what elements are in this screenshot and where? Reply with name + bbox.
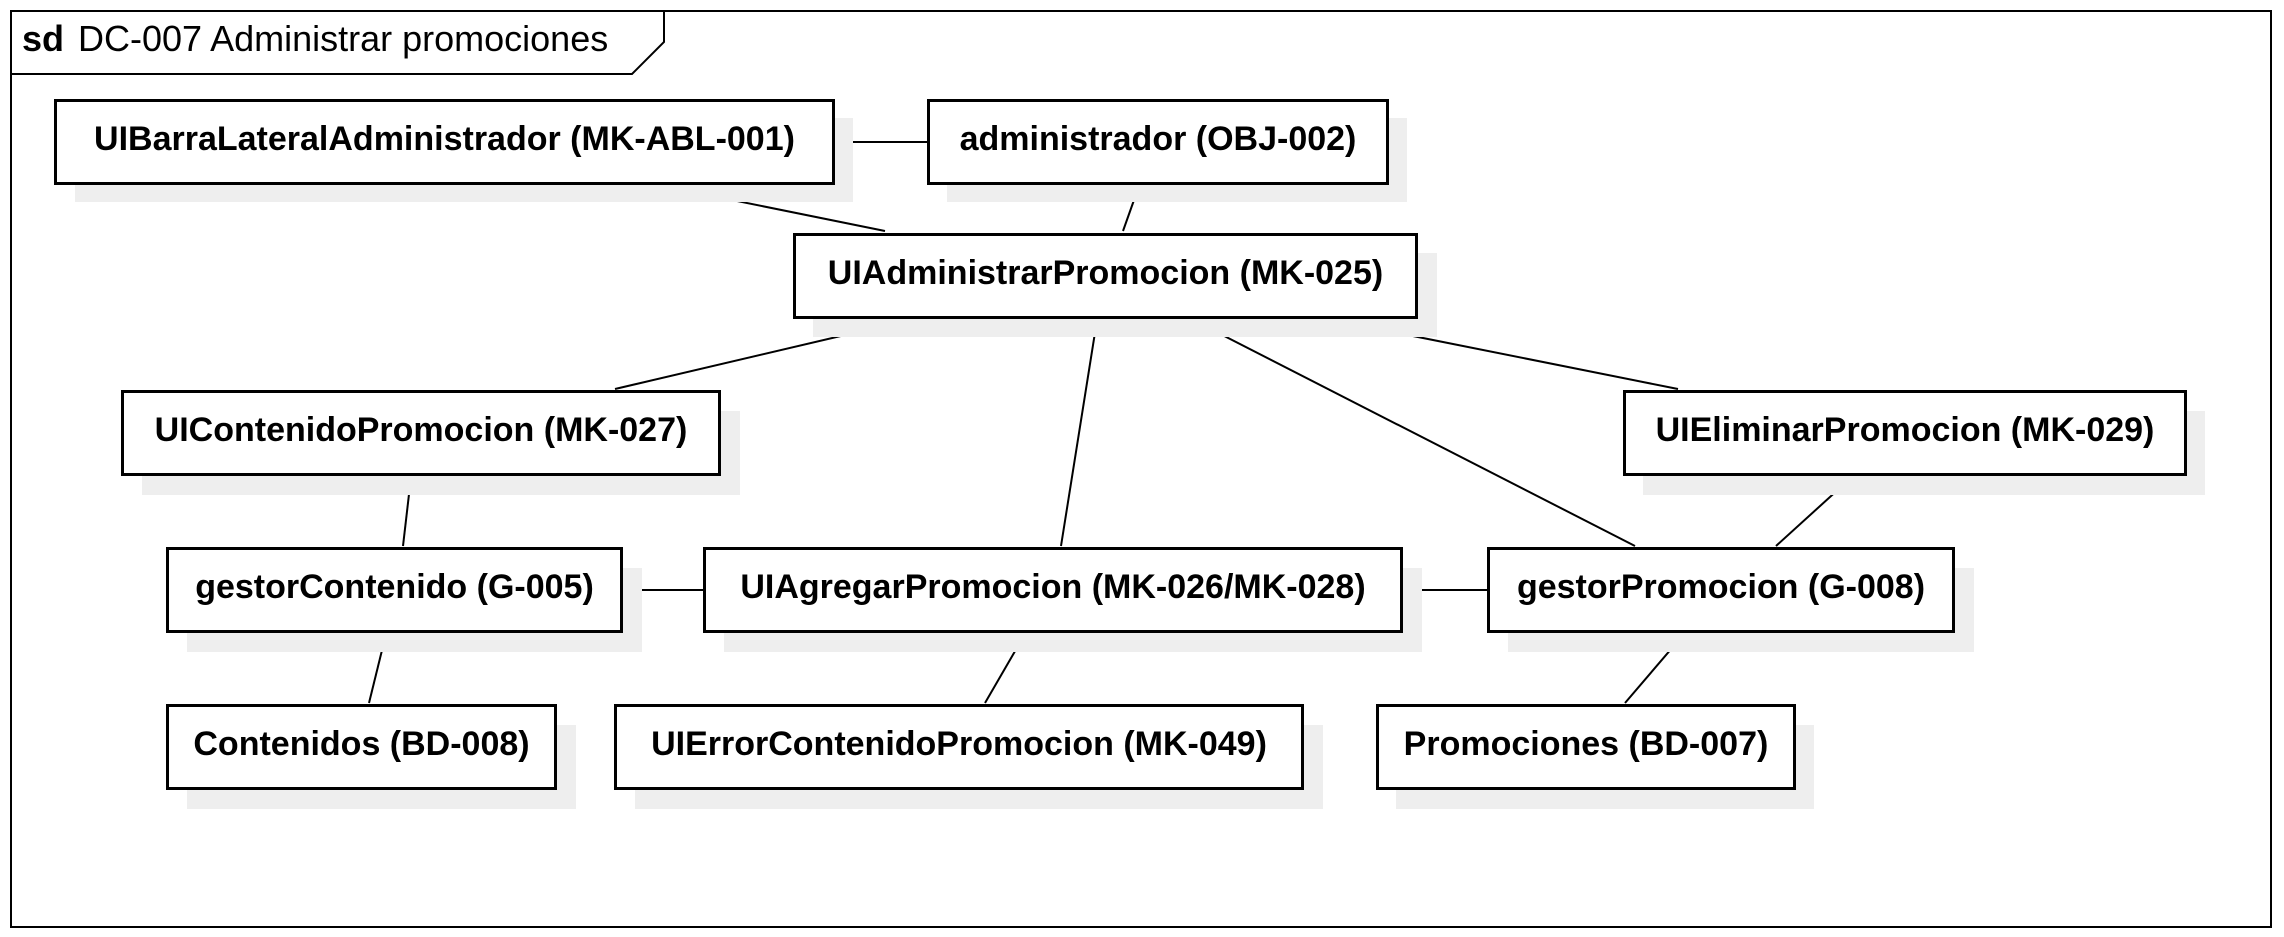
link-n3-n7 bbox=[1060, 319, 1098, 547]
link-n3-n8 bbox=[1192, 319, 1636, 547]
node-gestor-promocion: gestorPromocion (G-008) bbox=[1487, 547, 1955, 633]
node-ui-error-contenido-promocion: UIErrorContenidoPromocion (MK-049) bbox=[614, 704, 1304, 790]
node-ui-contenido-promocion: UIContenidoPromocion (MK-027) bbox=[121, 390, 721, 476]
node-gestor-contenido: gestorContenido (G-005) bbox=[166, 547, 623, 633]
node-ui-barra-lateral-administrador: UIBarraLateralAdministrador (MK-ABL-001) bbox=[54, 99, 835, 185]
node-ui-administrar-promocion: UIAdministrarPromocion (MK-025) bbox=[793, 233, 1418, 319]
node-promociones-bd: Promociones (BD-007) bbox=[1376, 704, 1796, 790]
node-administrador: administrador (OBJ-002) bbox=[927, 99, 1389, 185]
node-contenidos-bd: Contenidos (BD-008) bbox=[166, 704, 557, 790]
frame-keyword: sd bbox=[22, 18, 65, 59]
node-ui-eliminar-promocion: UIEliminarPromocion (MK-029) bbox=[1623, 390, 2187, 476]
node-ui-agregar-promocion: UIAgregarPromocion (MK-026/MK-028) bbox=[703, 547, 1403, 633]
frame-title: sd DC-007 Administrar promociones bbox=[22, 18, 608, 60]
frame-title-text: DC-007 Administrar promociones bbox=[78, 18, 609, 59]
sequence-diagram-frame bbox=[10, 10, 2272, 928]
